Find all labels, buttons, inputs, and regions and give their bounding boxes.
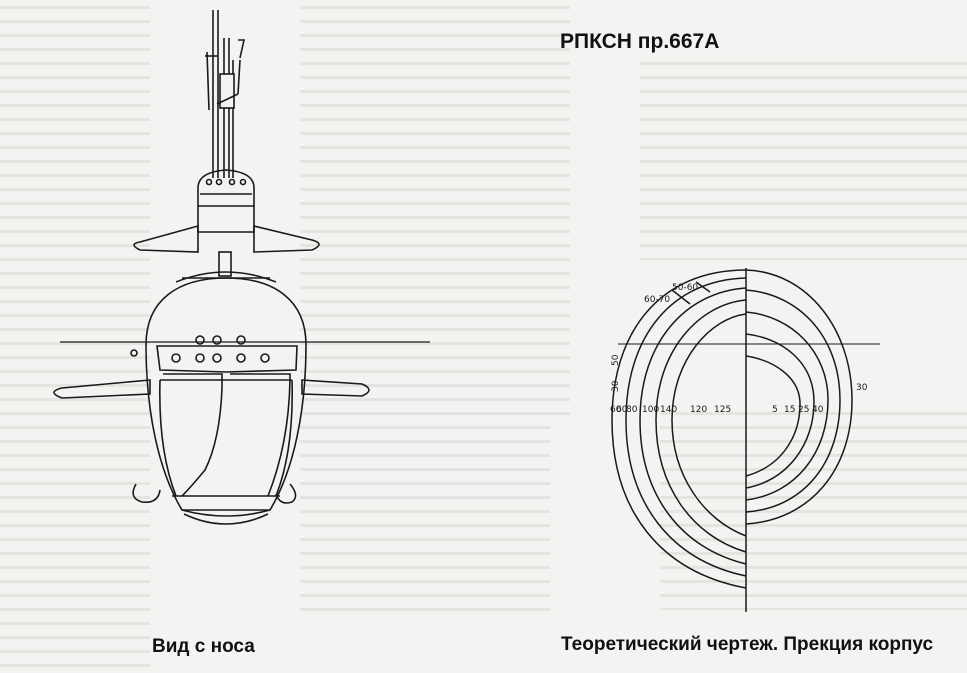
- frame-label-120: 120: [690, 405, 707, 415]
- submarine-front-view: [53, 10, 430, 525]
- sail: [197, 169, 255, 233]
- frame-label-40: 40: [812, 405, 824, 415]
- side-label-2: 30: [611, 380, 621, 392]
- hull-body-plan: [611, 268, 880, 612]
- frame-label-80: 80: [626, 405, 638, 415]
- hull-inner-frame: [156, 345, 298, 373]
- bow-plane-right: [301, 379, 370, 397]
- top-label-1: 50-60: [672, 283, 698, 293]
- side-label-1: 50: [611, 354, 621, 366]
- mast-group: [205, 10, 245, 178]
- frame-label-5: 5: [772, 405, 778, 415]
- caption-front-view: Вид с носа: [152, 636, 255, 657]
- body-plan-labels: 50-60 60-70 50 30 60 80 60 80 100 140 12…: [610, 283, 868, 415]
- frame-label-15: 15: [784, 405, 795, 415]
- frame-label-30: 30: [856, 383, 868, 393]
- lower-label-140: 140: [660, 405, 677, 415]
- top-label-2: 60-70: [644, 295, 670, 305]
- sail-plane-right: [253, 224, 320, 253]
- frame-label-60: 60: [610, 405, 622, 415]
- lower-label-1: 60: [616, 405, 628, 415]
- hull-outline: [145, 277, 307, 511]
- frame-label-125: 125: [714, 405, 731, 415]
- bow-plane-left: [53, 379, 151, 399]
- frame-label-25: 25: [798, 405, 809, 415]
- figure-title: РПКСН пр.667А: [560, 30, 720, 53]
- hull-ports: [130, 335, 270, 363]
- caption-body-plan: Теоретический чертеж. Прекция корпус: [561, 634, 934, 655]
- frame-label-100: 100: [642, 405, 659, 415]
- sail-plane-left: [133, 224, 199, 253]
